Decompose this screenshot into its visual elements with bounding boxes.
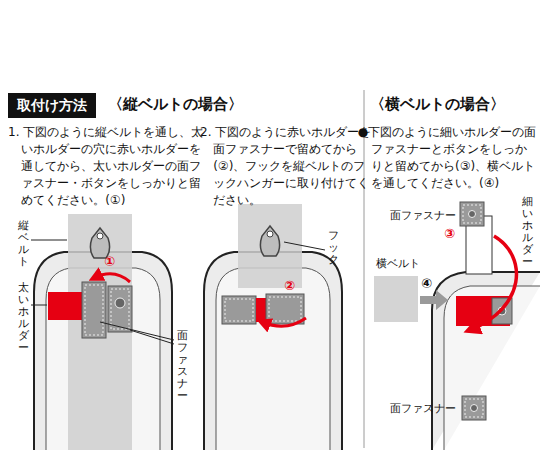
leader-line xyxy=(31,240,67,241)
figure-vertical-belt-2 xyxy=(204,204,342,450)
callout-number: ④ xyxy=(421,276,432,291)
leader-line xyxy=(284,242,325,250)
part-label: 面ファスナー xyxy=(177,330,188,403)
part-label: フック xyxy=(328,230,339,266)
part-label: 横ベルト xyxy=(376,256,420,271)
callout-number: ③ xyxy=(444,226,455,241)
device-panel xyxy=(216,268,330,450)
thick-holder xyxy=(82,282,106,338)
hook-hole xyxy=(97,233,103,239)
hook-hole xyxy=(267,231,273,237)
leader-line xyxy=(130,330,174,344)
hook-and-loop xyxy=(266,294,304,324)
leader-line xyxy=(31,305,47,306)
divider-line xyxy=(364,90,365,448)
instruction-text: ●下図のように細いホルダーの面ファスナーとボタンをしっかりと留めてから(③)、横… xyxy=(358,124,537,192)
part-label: 細いホルダー xyxy=(522,196,533,269)
button xyxy=(469,211,476,218)
device-body xyxy=(432,272,540,450)
stitching xyxy=(269,297,301,321)
button xyxy=(115,298,125,308)
section-heading: 〈横ベルトの場合〉 xyxy=(370,95,505,114)
red-holder xyxy=(256,298,266,322)
hook xyxy=(260,226,279,256)
hook-and-loop xyxy=(462,396,486,420)
figure-horizontal-belt xyxy=(374,202,540,450)
callout-number: ② xyxy=(284,278,295,293)
stitching xyxy=(465,399,483,417)
vertical-belt xyxy=(68,214,132,450)
button xyxy=(471,405,478,412)
part-label: 面ファスナー xyxy=(390,208,456,223)
part-label: 縦ベルト xyxy=(18,220,29,268)
vertical-belt xyxy=(238,204,302,288)
stitching xyxy=(225,299,253,321)
part-label: 面ファスナー xyxy=(390,401,456,416)
device-panel xyxy=(444,286,540,450)
leader-line xyxy=(100,322,174,340)
arrow-1 xyxy=(94,274,130,282)
title-band: 取付け方法 xyxy=(8,93,96,118)
stitching xyxy=(111,289,129,329)
hook-and-loop xyxy=(460,202,484,226)
hook xyxy=(90,228,109,258)
arrow-3 xyxy=(470,236,516,330)
hook-and-loop xyxy=(222,296,256,324)
instruction-text: 1. 下図のように縦ベルトを通し、太いホルダーの穴に赤いホルダーを通してから、太… xyxy=(8,124,211,209)
heading-text: 取付け方法 xyxy=(17,97,87,113)
stitching xyxy=(463,205,481,223)
figure-vertical-belt-1 xyxy=(31,214,174,450)
arrow-4 xyxy=(420,290,448,310)
horizontal-belt xyxy=(374,276,418,322)
section-heading: 〈縦ベルトの場合〉 xyxy=(108,95,243,114)
arrow-2 xyxy=(262,318,306,326)
part-label: 太いホルダー xyxy=(18,282,29,355)
instruction-text: 2. 下図のように赤いホルダーを面ファスナーで留めてから(②)、フックを縦ベルト… xyxy=(200,124,375,209)
stitching xyxy=(85,285,103,335)
callout-number: ① xyxy=(104,254,115,269)
